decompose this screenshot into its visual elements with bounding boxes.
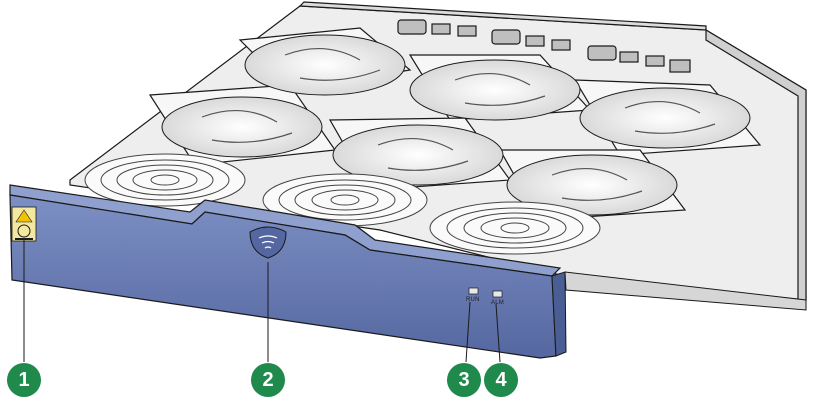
fan-grille-3 <box>429 201 601 255</box>
callout-3-number: 3 <box>458 368 470 391</box>
warning-label-icon <box>11 206 37 242</box>
callout-leaders <box>23 240 501 363</box>
callout-4: 4 <box>484 363 518 397</box>
chassis-right-rail <box>564 271 807 311</box>
fan-icon <box>161 34 751 216</box>
front-fan-grilles <box>84 153 601 255</box>
fan-grille-1 <box>84 153 246 207</box>
alm-led-label: ALM <box>491 300 504 306</box>
front-panel-right-end <box>551 271 567 357</box>
fan-grille-2 <box>262 173 428 227</box>
callout-3: 3 <box>447 363 481 397</box>
callout-1: 1 <box>7 363 41 397</box>
callout-2-number: 2 <box>262 368 274 391</box>
alm-led <box>492 290 503 298</box>
handle-logo-icon <box>249 226 287 259</box>
back-connectors <box>397 19 691 73</box>
front-panel-face <box>9 194 557 359</box>
callout-4-number: 4 <box>495 368 507 391</box>
run-led-label: RUN <box>466 297 480 303</box>
led-icon <box>468 287 503 298</box>
chassis-back-wall <box>298 1 707 31</box>
callout-2: 2 <box>251 363 285 397</box>
front-panel <box>9 184 807 359</box>
run-led <box>468 287 479 295</box>
callout-1-number: 1 <box>18 368 30 391</box>
